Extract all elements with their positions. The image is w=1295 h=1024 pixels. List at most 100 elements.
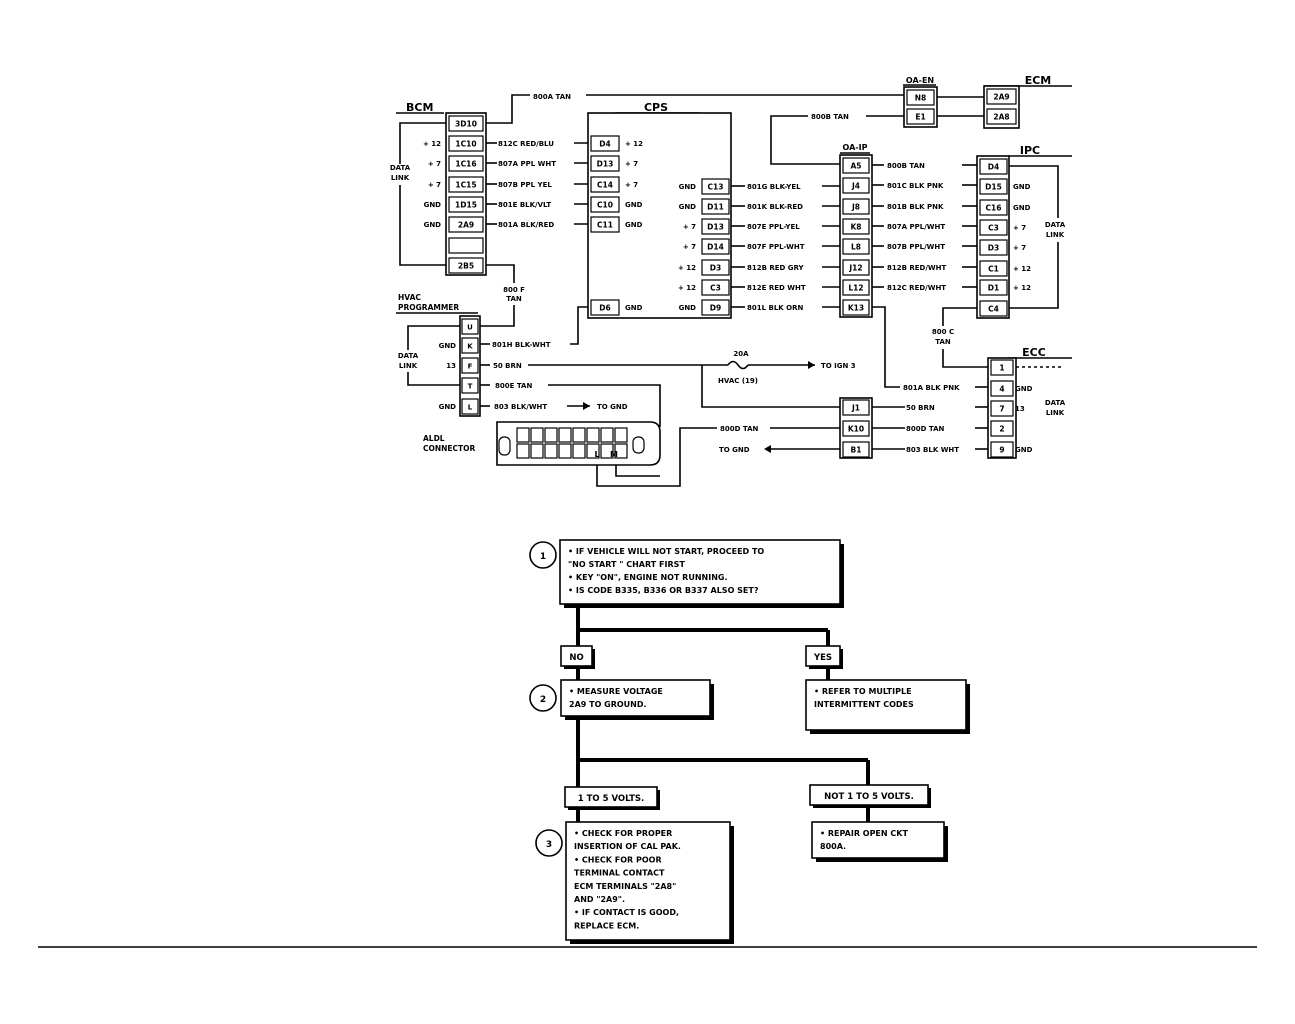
- cps-wire-label-4: 812B RED GRY: [747, 264, 805, 272]
- aldl-title-1: ALDL: [423, 434, 445, 443]
- bcm-wire-label-1: 807A PPL WHT: [498, 160, 556, 168]
- bcm-wire-label-3: 801E BLK/VLT: [498, 201, 551, 209]
- ipc-data-label: DATA: [1045, 221, 1066, 229]
- bcm-data-link-wire-top: [399, 122, 446, 164]
- ecm-pin-1-box: [986, 108, 1017, 125]
- to-ign3-label: TO IGN 3: [821, 362, 856, 370]
- ipc-pin-3-box: [979, 219, 1008, 236]
- ipc-fn-2: GND: [1013, 204, 1031, 212]
- ipc-pin-7-label: C4: [988, 305, 999, 314]
- aldl-cavity-0-1: [530, 427, 544, 443]
- step2-circle-label: 2: [540, 695, 546, 705]
- wire-800c-lower: [942, 349, 990, 368]
- lower-pin-1-box: [842, 420, 870, 437]
- aldl-cavity-1-5: [586, 443, 600, 459]
- oaip-wire-label-1: 801C BLK PNK: [887, 182, 944, 190]
- bcm-pin-fn-2: + 7: [428, 181, 441, 189]
- cps-right-fn-1: GND: [679, 203, 697, 211]
- bcm-pin-fn-4: GND: [424, 221, 442, 229]
- ipc-pin-5-box: [979, 260, 1008, 277]
- ipc-pin-2-box: [979, 199, 1008, 216]
- aldl-cavity-0-4: [572, 427, 586, 443]
- ipc-pin-4-box: [979, 239, 1008, 256]
- ecc-pin-2-box: [990, 400, 1014, 417]
- hvac-pin-4-box: [461, 398, 479, 415]
- ipc-fn-1: GND: [1013, 183, 1031, 191]
- aldl-left-key: [498, 436, 511, 456]
- lower-pin-1-label: K10: [848, 425, 864, 434]
- lower-pin-0-box: [842, 399, 870, 416]
- bcm-pin-fn-0: + 12: [423, 140, 441, 148]
- fuse-20a-symbol: [727, 360, 749, 370]
- cps-left-pin-3-label: C10: [597, 201, 613, 210]
- step1-circle-label: 1: [540, 552, 546, 562]
- oaip-wire-label-3: 807A PPL/WHT: [887, 223, 945, 231]
- cps-right-fn-3: + 7: [683, 243, 696, 251]
- cps-wire-label-6: 801L BLK ORN: [747, 304, 804, 312]
- ipc-pin-6-label: D1: [988, 284, 999, 293]
- ecc-fn-2: 13: [1015, 405, 1025, 413]
- wire-800b-top-left: [770, 115, 841, 165]
- cps-left-fn-4: GND: [625, 221, 643, 229]
- oaip-pin-0-label: A5: [850, 162, 861, 171]
- hvac-pin-3-box: [461, 377, 479, 394]
- oaip-pin-2-label: J8: [851, 203, 860, 212]
- ipc-fn-3: + 7: [1013, 224, 1026, 232]
- hvac-pin-0-label: U: [467, 324, 473, 332]
- step3-circle: [535, 829, 563, 857]
- bcm-wire-label-4: 801A BLK/RED: [498, 221, 554, 229]
- repair-box: [811, 821, 945, 859]
- cps-right-pin-2-label: D13: [707, 223, 724, 232]
- hvac-fn-2: 13: [446, 362, 456, 370]
- step3-box-line-3: TERMINAL CONTACT: [574, 869, 665, 878]
- ecc-pin-2-label: 7: [999, 405, 1004, 414]
- cps-right-fn-0: GND: [679, 183, 697, 191]
- cps-wire-label-5: 812E RED WHT: [747, 284, 806, 292]
- lower-pin-2-label: B1: [851, 446, 862, 455]
- aldl-cavity-1-1: [530, 443, 544, 459]
- oaip-pin-4-box: [842, 238, 870, 255]
- oaen-title: OA-EN: [906, 76, 934, 85]
- oaip-pin-1-box: [842, 177, 870, 194]
- bcm-link-label: LINK: [391, 174, 410, 182]
- step1-box-line-3: • IS CODE B335, B336 OR B337 ALSO SET?: [568, 586, 759, 595]
- repair-box-line-0: • REPAIR OPEN CKT: [820, 829, 908, 838]
- ecc-pin-0-label: 1: [999, 364, 1004, 373]
- wire-50brn-label: 50 BRN: [493, 362, 522, 370]
- oaip-pin-0-box: [842, 157, 870, 174]
- bcm-pin-5-box: [448, 216, 484, 233]
- cps-left-pin-2-label: C14: [597, 181, 613, 190]
- step3-circle-label: 3: [546, 840, 552, 850]
- step1-box-line-1: "NO START " CHART FIRST: [568, 560, 685, 569]
- ecc-pin-1-box: [990, 380, 1014, 397]
- ecm-title: ECM: [1025, 74, 1052, 87]
- range-ok-box: [564, 786, 658, 808]
- hvac-fn-1: GND: [439, 342, 457, 350]
- ecc-pin-0-box: [990, 359, 1014, 376]
- cps-right-pin-3-label: D14: [707, 243, 724, 252]
- bcm-wire-label-2: 807B PPL YEL: [498, 181, 552, 189]
- hvac-pin-2-box: [461, 357, 479, 374]
- wire-aldl-l-to-k10: [596, 427, 717, 487]
- cps-right-pin-5-box: [701, 279, 730, 296]
- cps-wire-label-2: 807E PPL-YEL: [747, 223, 800, 231]
- cps-left-fn-1: + 7: [625, 160, 638, 168]
- cps-left-pin-0-box: [590, 135, 620, 152]
- bcm-pin-3-label: 1C15: [455, 181, 476, 190]
- ipc-pin-6-box: [979, 279, 1008, 296]
- bcm-pin-7-label: 2B5: [458, 262, 474, 271]
- ecc-pin-4-box: [990, 441, 1014, 458]
- ipc-pin-1-label: D15: [985, 183, 1002, 192]
- bcm-pin-4-label: 1D15: [455, 201, 477, 210]
- cps-right-pin-1-box: [701, 198, 730, 215]
- yes-label-box-label: YES: [813, 653, 832, 663]
- step2-circle: [529, 684, 557, 712]
- step3-box-line-5: AND "2A9".: [574, 895, 625, 904]
- ipc-pin-0-label: D4: [988, 163, 999, 172]
- bcm-pin-1-box: [448, 135, 484, 152]
- ipc-fn-6: + 12: [1013, 284, 1031, 292]
- bcm-pin-0-box: [448, 115, 484, 132]
- step1-box-line-0: • IF VEHICLE WILL NOT START, PROCEED TO: [568, 547, 764, 556]
- wire-800e-to-aldl: [548, 384, 661, 427]
